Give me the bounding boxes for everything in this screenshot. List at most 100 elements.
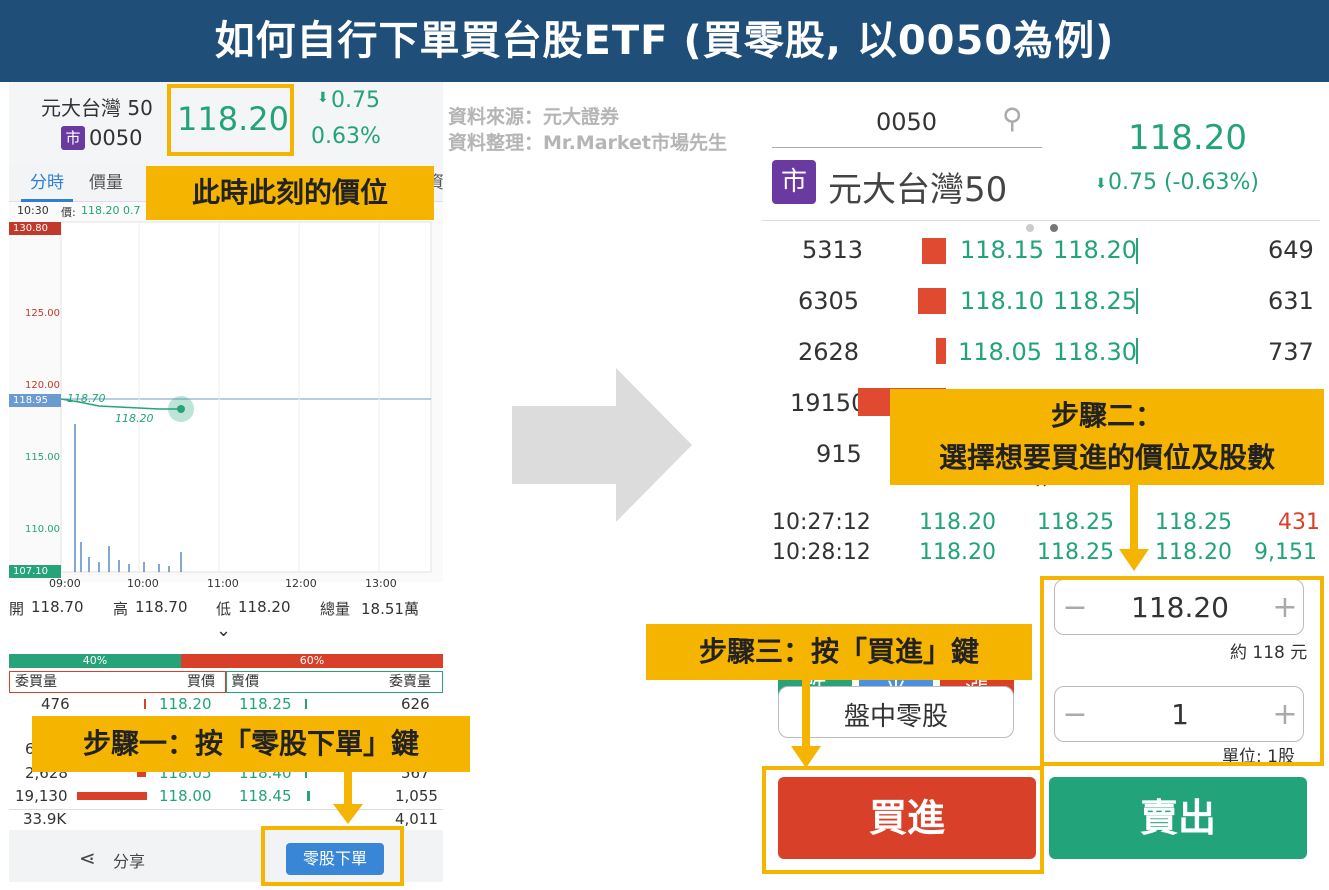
plus-icon[interactable]: +: [1272, 590, 1298, 625]
chart-header-price: 118.20: [81, 204, 120, 217]
stepper-highlight: [1040, 576, 1324, 766]
price-input[interactable]: 118.20: [1131, 591, 1229, 624]
ask-qty: 631: [1268, 287, 1314, 315]
order-book-row: 476 118.20 118.25 626: [9, 693, 443, 715]
y-label: 120.00: [25, 380, 60, 391]
bid-bar: [936, 338, 946, 364]
trade-time: 10:28:12: [772, 540, 871, 565]
tab-intraday[interactable]: 分時: [21, 164, 73, 202]
chart-svg: [60, 221, 432, 573]
ask-price: 118.25: [239, 695, 292, 713]
right-phone-screen: 0050 ⚲ 118.20 ⬇ 0.75 (-0.63%) 市 元大台灣50 5…: [762, 82, 1329, 890]
search-icon[interactable]: ⚲: [1002, 102, 1023, 135]
bid-qty: 476: [41, 695, 70, 713]
bid-qty: 915: [816, 440, 862, 468]
order-book-row: 19,130 118.00 118.45 1,055: [9, 785, 443, 807]
share-label[interactable]: 分享: [113, 852, 146, 871]
trade-price: 118.20: [919, 540, 996, 565]
intraday-chart: 10:30 價: 118.20 0.7: [9, 202, 443, 582]
sell-button[interactable]: 賣出: [1049, 777, 1307, 859]
open-price-label: 118.70: [67, 392, 106, 405]
trade-price: 118.25: [1155, 510, 1232, 535]
plus-icon[interactable]: +: [1272, 697, 1298, 732]
bid-bar: [922, 238, 946, 264]
y-label: 125.00: [25, 308, 60, 319]
price-highlight: [167, 84, 294, 156]
minus-icon[interactable]: −: [1062, 590, 1088, 625]
sell-ratio-bar: 60%: [181, 654, 443, 668]
stat-vol: 18.51萬: [361, 600, 419, 618]
callout-step2: 步驟二： 選擇想要買進的價位及股數: [890, 389, 1324, 485]
bid-qty-header: 委買量: [15, 674, 57, 690]
minus-icon[interactable]: −: [1062, 697, 1088, 732]
current-price: 118.20: [1128, 118, 1247, 158]
bid-qty: 19,130: [15, 787, 68, 805]
quantity-stepper[interactable]: − 1 +: [1054, 686, 1304, 742]
bid-price[interactable]: 118.10: [960, 287, 1044, 315]
session-label[interactable]: 盤中零股: [843, 702, 948, 732]
buy-button[interactable]: 買進: [778, 777, 1036, 859]
bid-bar: [918, 288, 946, 314]
bid-price[interactable]: 118.15: [960, 236, 1044, 264]
ask-bar: [1136, 338, 1138, 364]
price-change: 0.75 (-0.63%): [1108, 170, 1259, 195]
bid-header-box: [9, 671, 226, 693]
odd-lot-order-button[interactable]: 零股下單: [286, 843, 384, 875]
share-icon[interactable]: ⋖: [79, 846, 96, 870]
session-select[interactable]: [778, 686, 1014, 738]
ask-qty: 649: [1268, 236, 1314, 264]
trade-price: 118.20: [919, 510, 996, 535]
bid-qty: 19150: [790, 389, 867, 417]
down-arrow-icon: ⬇: [1095, 176, 1107, 192]
trade-volume: 9,151: [1254, 540, 1317, 565]
search-input[interactable]: 0050: [876, 108, 938, 136]
arrow-down-icon: [1119, 549, 1149, 571]
trade-price: 118.25: [1037, 510, 1114, 535]
ask-price[interactable]: 118.30: [1053, 338, 1137, 366]
price-change: 0.75: [331, 88, 380, 113]
quantity-input[interactable]: 1: [1171, 698, 1189, 731]
x-label: 13:00: [365, 577, 397, 590]
current-price: 118.20: [177, 100, 289, 138]
bid-price: 118.20: [159, 695, 212, 713]
x-label: 11:00: [207, 577, 239, 590]
bid-price[interactable]: 118.05: [958, 338, 1042, 366]
ask-qty-header: 委賣量: [389, 674, 431, 690]
trade-volume: 431: [1278, 510, 1320, 535]
arrow-shaft: [802, 680, 810, 748]
ask-price[interactable]: 118.20: [1053, 236, 1137, 264]
callout-step2-line1: 步驟二：: [1050, 399, 1163, 432]
callout-price-now: 此時此刻的價位: [146, 166, 434, 220]
bid-qty: 2628: [798, 338, 860, 366]
tab-volume[interactable]: 價量: [89, 173, 123, 193]
stat-low-label: 低: [216, 600, 232, 618]
divider: [762, 220, 1320, 221]
ask-price: 118.45: [239, 787, 292, 805]
bid-price: 118.00: [159, 787, 212, 805]
bid-bar: [144, 699, 146, 709]
callout-step2-line2: 選擇想要買進的價位及股數: [938, 441, 1275, 474]
right-arrow-icon: [512, 368, 692, 522]
ask-bar: [305, 699, 307, 709]
source-line2: 資料整理：Mr.Market市場先生: [448, 132, 727, 154]
point-price-label: 118.20: [115, 412, 154, 425]
stat-low: 118.20: [238, 598, 291, 616]
price-stepper[interactable]: − 118.20 +: [1054, 579, 1304, 635]
buy-ratio-bar: 40%: [9, 654, 181, 668]
callout-step3: 步驟三：按「買進」鍵: [646, 624, 1032, 680]
approx-amount: 約 118 元: [1230, 643, 1308, 663]
ask-qty: 626: [401, 695, 430, 713]
y-label-low: 107.10: [9, 565, 61, 578]
search-bar[interactable]: [772, 102, 1042, 148]
ask-price[interactable]: 118.25: [1053, 287, 1137, 315]
stat-high-label: 高: [113, 600, 129, 618]
down-arrow-icon: ⬇: [317, 90, 329, 106]
ask-qty: 1,055: [395, 787, 438, 805]
bid-total: 33.9K: [23, 810, 67, 828]
source-line1: 資料來源：元大證券: [448, 106, 620, 128]
ask-header-box: [226, 671, 443, 693]
ask-bar: [1136, 288, 1138, 314]
arrow-shaft: [1130, 485, 1138, 551]
chevron-down-icon[interactable]: ⌄: [216, 620, 232, 641]
bid-bar: [77, 792, 147, 800]
